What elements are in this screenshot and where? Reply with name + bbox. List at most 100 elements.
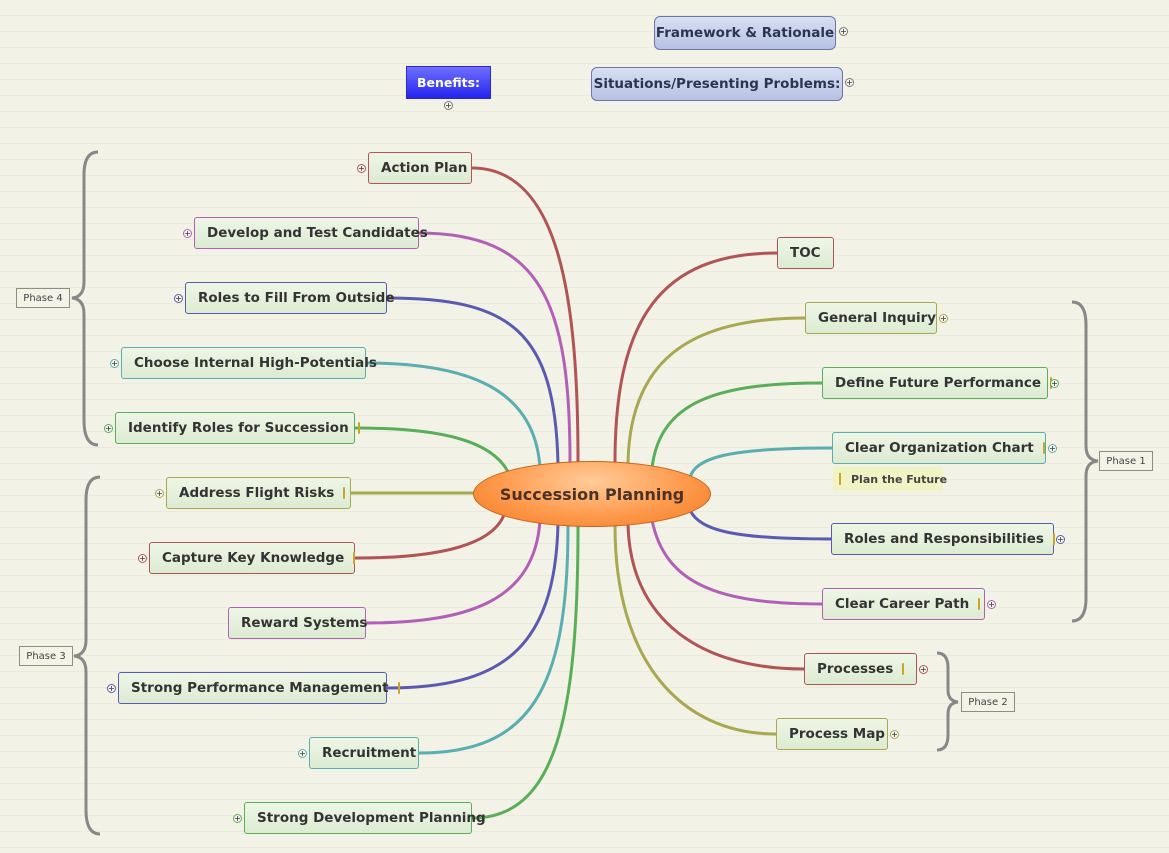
brace-phase3 bbox=[73, 475, 101, 836]
central-topic-label: Succession Planning bbox=[499, 484, 685, 504]
topic-label: Roles and Responsibilities bbox=[844, 531, 1044, 547]
subtopic-label: Plan the Future bbox=[851, 472, 948, 486]
phase4-label[interactable]: Phase 4 bbox=[16, 288, 70, 308]
topic-label: Recruitment bbox=[322, 745, 417, 761]
address-flight-expand-icon[interactable]: + bbox=[155, 489, 164, 498]
note-icon[interactable] bbox=[397, 682, 400, 694]
topic-label: Strong Performance Management bbox=[131, 680, 389, 696]
topic-capture-knowledge[interactable]: Capture Key Knowledge bbox=[149, 542, 356, 574]
capture-knowledge-expand-icon[interactable]: + bbox=[138, 554, 147, 563]
note-icon[interactable] bbox=[978, 598, 981, 610]
topic-define-future[interactable]: Define Future Performance bbox=[822, 367, 1053, 399]
topic-process-map[interactable]: Process Map bbox=[776, 718, 888, 750]
topic-strong-development[interactable]: Strong Development Planning bbox=[244, 802, 486, 834]
topic-develop-test[interactable]: Develop and Test Candidates bbox=[194, 217, 428, 249]
strong-development-expand-icon[interactable]: + bbox=[233, 814, 242, 823]
topic-roles-outside[interactable]: Roles to Fill From Outside bbox=[185, 282, 395, 314]
topic-label: Strong Development Planning bbox=[257, 810, 486, 826]
topic-address-flight[interactable]: Address Flight Risks bbox=[166, 477, 351, 509]
phase-text: Phase 3 bbox=[26, 650, 66, 662]
phase-text: Phase 4 bbox=[23, 292, 63, 304]
topic-label: Identify Roles for Succession bbox=[128, 420, 349, 436]
connector-general-inquiry bbox=[626, 316, 806, 464]
topic-label: Choose Internal High-Potentials bbox=[134, 355, 377, 371]
topic-strong-performance[interactable]: Strong Performance Management bbox=[118, 672, 400, 704]
note-icon[interactable] bbox=[357, 422, 360, 434]
topic-label: Reward Systems bbox=[241, 615, 368, 631]
topic-label: Clear Organization Chart bbox=[845, 440, 1034, 456]
benefits-expand-icon[interactable]: + bbox=[444, 101, 453, 110]
framework-label: Framework & Rationale bbox=[655, 25, 835, 41]
situations-label: Situations/Presenting Problems: bbox=[593, 76, 841, 92]
topic-choose-internal[interactable]: Choose Internal High-Potentials bbox=[121, 347, 377, 379]
topic-label: Processes bbox=[817, 661, 894, 677]
situations-expand-icon[interactable]: + bbox=[845, 78, 854, 87]
task-icon bbox=[839, 473, 841, 485]
topic-label: TOC bbox=[790, 245, 821, 261]
topic-identify-roles[interactable]: Identify Roles for Succession bbox=[115, 412, 360, 444]
connector-reward-systems bbox=[365, 519, 542, 625]
phase-text: Phase 1 bbox=[1106, 455, 1146, 467]
note-icon[interactable] bbox=[902, 663, 905, 675]
connector-identify-roles bbox=[354, 426, 512, 477]
identify-roles-expand-icon[interactable]: + bbox=[104, 424, 113, 433]
topic-label: Define Future Performance bbox=[835, 375, 1042, 391]
topic-toc[interactable]: TOC bbox=[777, 237, 834, 269]
general-inquiry-expand-icon[interactable]: + bbox=[939, 314, 948, 323]
topic-action-plan[interactable]: Action Plan bbox=[368, 152, 472, 184]
topic-recruitment[interactable]: Recruitment bbox=[309, 737, 419, 769]
clear-org-expand-icon[interactable]: + bbox=[1048, 444, 1057, 453]
brace-phase2 bbox=[936, 651, 959, 752]
roles-resp-expand-icon[interactable]: + bbox=[1056, 535, 1065, 544]
connector-recruitment bbox=[418, 525, 570, 755]
topic-label: General Inquiry bbox=[818, 310, 937, 326]
topic-general-inquiry[interactable]: General Inquiry bbox=[805, 302, 937, 334]
topic-clear-career[interactable]: Clear Career Path bbox=[822, 588, 985, 620]
strong-performance-expand-icon[interactable]: + bbox=[107, 684, 116, 693]
choose-internal-expand-icon[interactable]: + bbox=[110, 359, 119, 368]
topic-label: Capture Key Knowledge bbox=[162, 550, 345, 566]
connector-action-plan bbox=[471, 166, 580, 463]
phase3-label[interactable]: Phase 3 bbox=[19, 646, 73, 666]
connector-clear-org bbox=[688, 446, 833, 479]
connector-process-map bbox=[613, 525, 777, 736]
situations-topic[interactable]: Situations/Presenting Problems: bbox=[591, 67, 843, 101]
define-future-expand-icon[interactable]: + bbox=[1050, 379, 1059, 388]
connector-strong-performance bbox=[386, 523, 560, 690]
connector-choose-internal bbox=[365, 361, 542, 469]
phase2-label[interactable]: Phase 2 bbox=[961, 692, 1015, 712]
topic-label: Clear Career Path bbox=[835, 596, 970, 612]
phase1-label[interactable]: Phase 1 bbox=[1099, 451, 1153, 471]
topic-clear-org[interactable]: Clear Organization Chart bbox=[832, 432, 1046, 464]
develop-test-expand-icon[interactable]: + bbox=[183, 229, 192, 238]
brace-phase4 bbox=[71, 150, 99, 447]
topic-label: Action Plan bbox=[381, 160, 468, 176]
roles-outside-expand-icon[interactable]: + bbox=[174, 294, 183, 303]
connector-clear-career bbox=[650, 519, 823, 606]
topic-processes[interactable]: Processes bbox=[804, 653, 917, 685]
benefits-topic[interactable]: Benefits: bbox=[406, 66, 491, 99]
note-icon[interactable] bbox=[353, 552, 356, 564]
note-icon[interactable] bbox=[1042, 442, 1045, 454]
topic-label: Address Flight Risks bbox=[179, 485, 335, 501]
framework-expand-icon[interactable]: + bbox=[839, 27, 848, 36]
phase-text: Phase 2 bbox=[968, 696, 1008, 708]
topic-reward-systems[interactable]: Reward Systems bbox=[228, 607, 368, 639]
topic-label: Process Map bbox=[789, 726, 885, 742]
clear-career-expand-icon[interactable]: + bbox=[987, 600, 996, 609]
central-topic[interactable]: Succession Planning bbox=[473, 461, 711, 527]
note-icon[interactable] bbox=[1052, 533, 1055, 545]
note-icon[interactable] bbox=[343, 487, 346, 499]
topic-roles-resp[interactable]: Roles and Responsibilities bbox=[831, 523, 1055, 555]
recruitment-expand-icon[interactable]: + bbox=[298, 749, 307, 758]
process-map-expand-icon[interactable]: + bbox=[890, 730, 899, 739]
connector-strong-development bbox=[471, 525, 580, 820]
framework-topic[interactable]: Framework & Rationale bbox=[654, 16, 836, 50]
connector-processes bbox=[626, 523, 805, 671]
subtopic-plan-future[interactable]: Plan the Future bbox=[833, 467, 947, 491]
action-plan-expand-icon[interactable]: + bbox=[357, 164, 366, 173]
connector-roles-resp bbox=[688, 509, 832, 541]
processes-expand-icon[interactable]: + bbox=[919, 665, 928, 674]
